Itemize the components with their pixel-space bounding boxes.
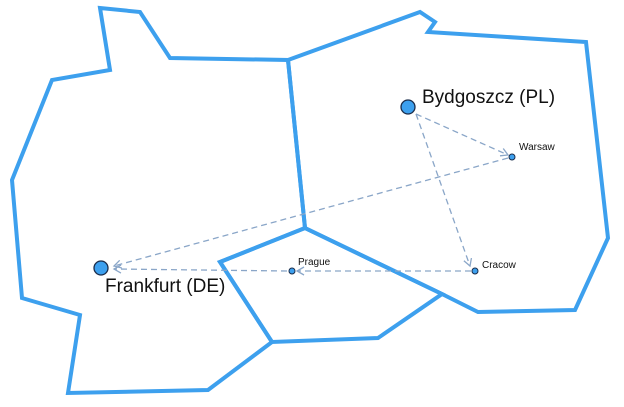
city-marker-cracow[interactable]: [471, 267, 479, 275]
city-label-bydgoszcz: Bydgoszcz (PL): [422, 87, 555, 108]
route-prague-frankfurt: [112, 264, 288, 274]
region-czechia: [216, 225, 446, 345]
region-germany: [9, 5, 308, 396]
city-marker-prague[interactable]: [288, 267, 296, 275]
city-marker-warsaw[interactable]: [508, 153, 516, 161]
city-label-cracow: Cracow: [482, 260, 517, 271]
region-poland: [285, 9, 611, 315]
city-label-warsaw: Warsaw: [519, 142, 556, 153]
route-bydgoszcz-cracow: [415, 113, 473, 268]
city-marker-bydgoszcz[interactable]: [400, 99, 416, 115]
city-marker-frankfurt[interactable]: [93, 260, 109, 276]
route-warsaw-frankfurt: [112, 157, 509, 269]
city-label-frankfurt: Frankfurt (DE): [105, 276, 225, 297]
city-label-prague: Prague: [298, 257, 331, 268]
route-bydgoszcz-warsaw: [415, 113, 510, 157]
